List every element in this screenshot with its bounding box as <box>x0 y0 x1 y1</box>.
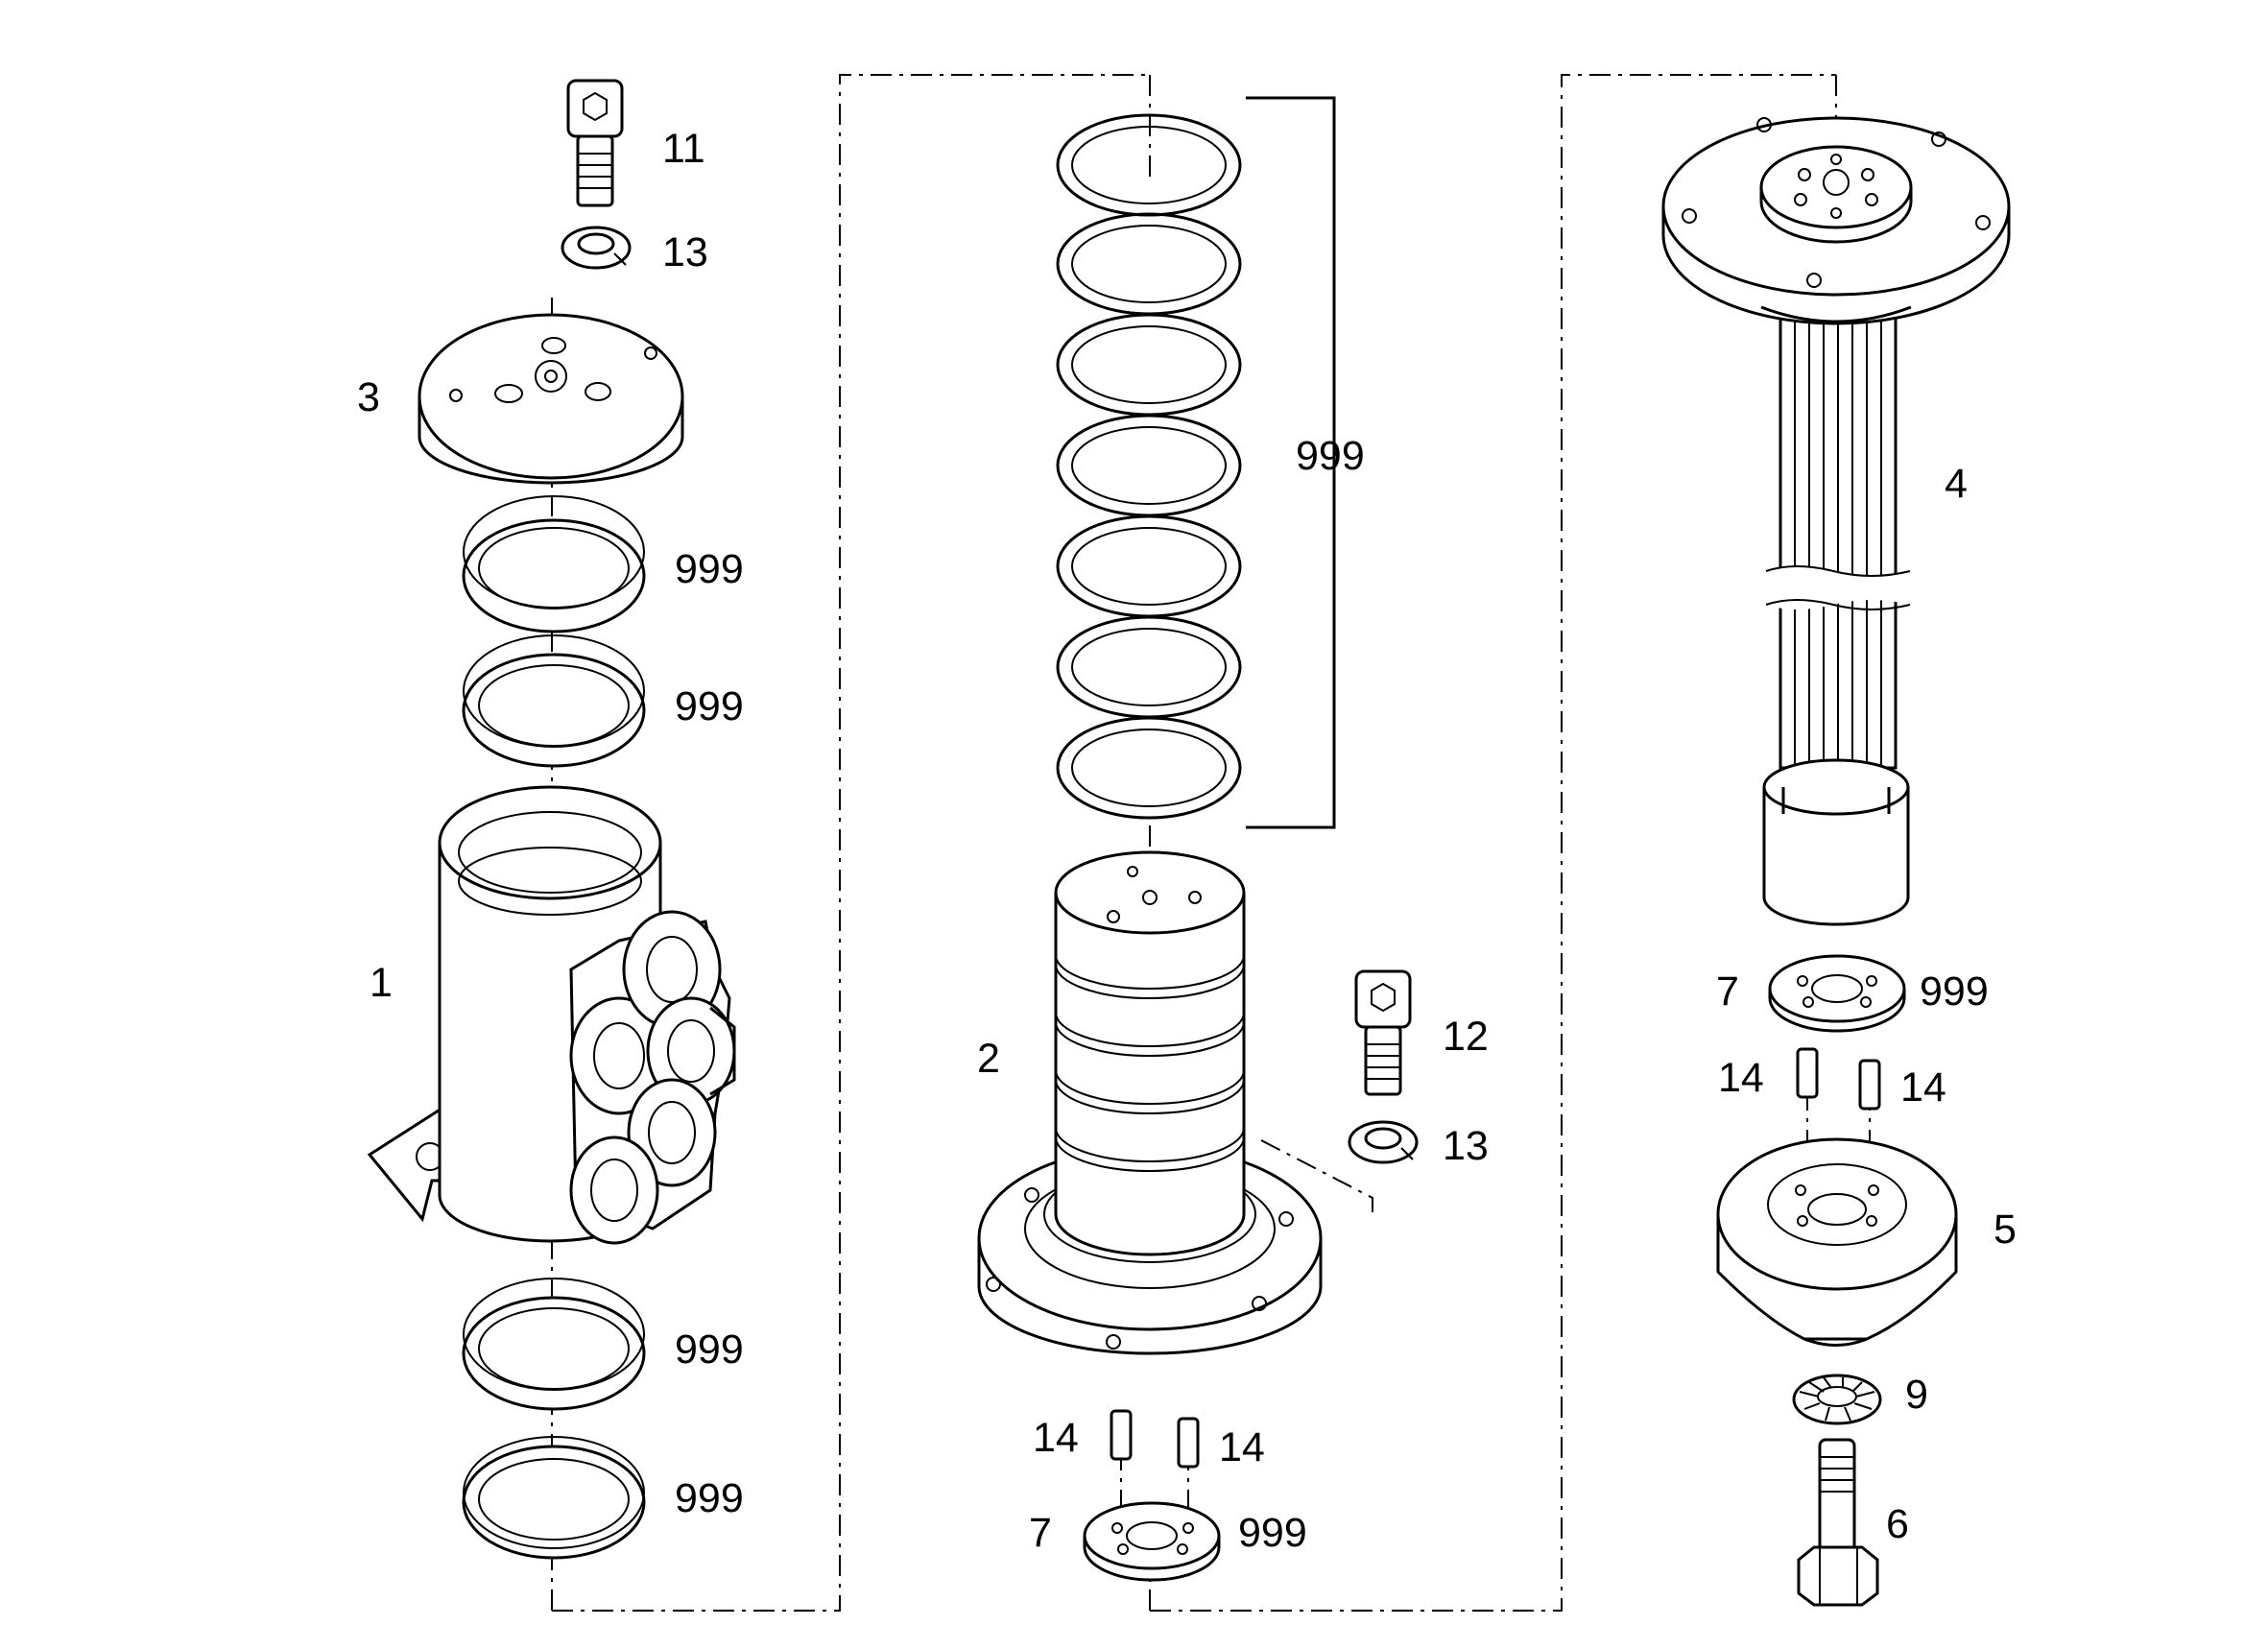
label-part-4: 4 <box>1945 461 1968 507</box>
label-part-999f: 999 <box>1238 1510 1307 1556</box>
label-part-999c: 999 <box>675 1326 744 1373</box>
hex-bolt-6 <box>1797 1438 1879 1607</box>
tube-flange-assembly-4 <box>1661 116 2011 926</box>
label-part-14d: 14 <box>1900 1064 1946 1111</box>
label-part-999a: 999 <box>675 546 744 592</box>
label-part-6: 6 <box>1886 1501 1909 1547</box>
o-ring-stack-bracket <box>1246 96 1336 829</box>
socket-head-screw-12 <box>1354 969 1412 1096</box>
seal-ring-999b <box>462 634 646 768</box>
o-ring-stack-999 <box>1056 113 1242 820</box>
label-part-12: 12 <box>1443 1014 1489 1060</box>
seal-ring-999a <box>462 495 646 633</box>
label-part-9: 9 <box>1905 1372 1928 1418</box>
label-part-5: 5 <box>1993 1207 2017 1253</box>
label-part-14a: 14 <box>1033 1415 1079 1461</box>
toothed-lock-washer-9 <box>1792 1374 1882 1425</box>
socket-head-screw-11 <box>566 79 624 207</box>
label-part-999b: 999 <box>675 683 744 729</box>
rotary-housing-1 <box>367 785 736 1245</box>
label-part-1: 1 <box>370 960 393 1006</box>
label-part-7b: 7 <box>1716 968 1739 1015</box>
label-part-999d: 999 <box>675 1475 744 1521</box>
cone-housing-5 <box>1716 1137 1958 1347</box>
orifice-disc-7b <box>1768 954 1906 1033</box>
label-part-7a: 7 <box>1029 1510 1052 1556</box>
rotor-shaft-2 <box>977 850 1323 1355</box>
dowel-pin-14d <box>1858 1059 1881 1111</box>
cover-plate-3 <box>418 313 684 485</box>
label-part-13a: 13 <box>662 229 708 275</box>
seal-ring-999c <box>462 1278 646 1411</box>
dowel-pin-14a <box>1110 1409 1133 1461</box>
label-part-14c: 14 <box>1718 1055 1764 1101</box>
label-part-999g: 999 <box>1920 968 1989 1015</box>
seal-ring-999d <box>462 1436 646 1560</box>
label-part-13b: 13 <box>1443 1123 1489 1169</box>
orifice-disc-7a <box>1083 1501 1221 1582</box>
lock-washer-13b <box>1348 1120 1419 1164</box>
label-part-3: 3 <box>357 374 380 420</box>
lock-washer-13a <box>561 226 632 270</box>
label-part-11: 11 <box>662 126 705 172</box>
label-part-999e: 999 <box>1296 433 1365 479</box>
label-part-14b: 14 <box>1219 1424 1265 1470</box>
label-part-2: 2 <box>977 1036 1000 1082</box>
assembly-centerlines <box>551 74 1871 1612</box>
dowel-pin-14b <box>1177 1417 1200 1469</box>
dowel-pin-14c <box>1796 1047 1819 1099</box>
